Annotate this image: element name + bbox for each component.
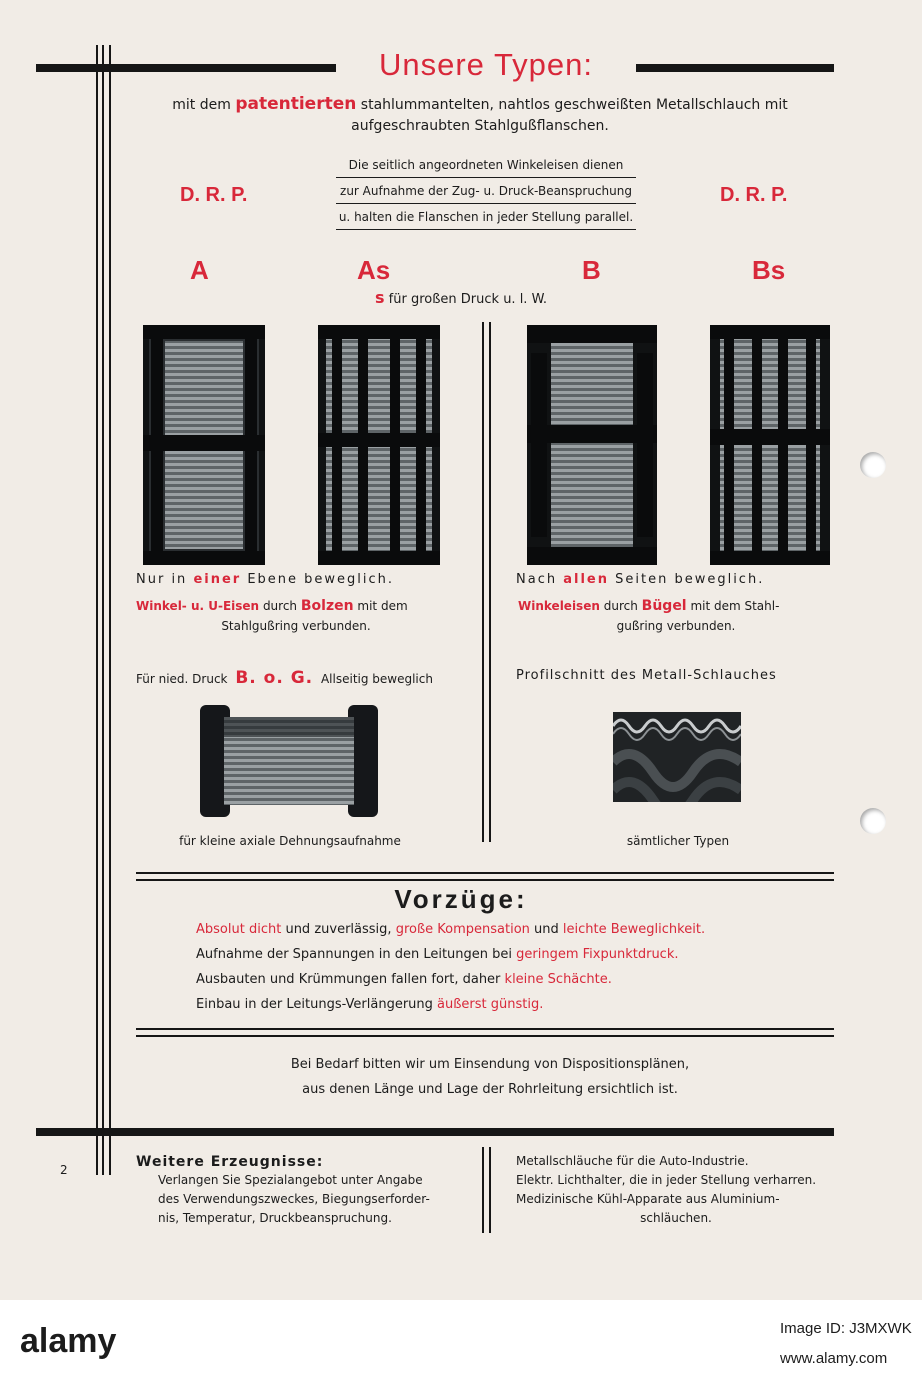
watermark-url: www.alamy.com <box>780 1350 888 1367</box>
center-divider <box>489 322 491 842</box>
advantage-row-4: Einbau in der Leitungs-Verlängerung äuße… <box>196 997 544 1012</box>
advantage-row-1: Absolut dicht und zuverlässig, große Kom… <box>196 922 706 937</box>
bog-image <box>200 705 378 817</box>
footer-divider <box>482 1147 484 1233</box>
document-page: Unsere Typen: mit dem patentierten stahl… <box>0 0 922 1300</box>
advantages-top-rule <box>136 872 834 874</box>
margin-rule <box>109 45 111 1175</box>
note-line-2: zur Aufnahme der Zug- u. Druck-Beanspruc… <box>340 184 632 198</box>
note-line-3: u. halten die Flanschen in jeder Stellun… <box>338 210 634 224</box>
margin-rule <box>102 45 104 1175</box>
footer-divider <box>489 1147 491 1233</box>
watermark-footer: alamy Image ID: J3MXWK www.alamy.com <box>0 1300 922 1390</box>
more-products-right-1: Metallschläuche für die Auto-Industrie. <box>516 1154 749 1168</box>
right-caption-line-3: gußring verbunden. <box>616 619 736 633</box>
note-line-1: Die seitlich angeordneten Winkeleisen di… <box>348 158 624 172</box>
intro-line-2: aufgeschraubten Stahlgußflanschen. <box>351 118 609 134</box>
s-note: s für großen Druck u. l. W. <box>375 288 548 307</box>
request-line-2: aus denen Länge und Lage der Rohrleitung… <box>302 1082 678 1097</box>
more-products-right-2: Elektr. Lichthalter, die in jeder Stellu… <box>516 1173 817 1187</box>
left-caption-line-3: Stahlgußring verbunden. <box>221 619 371 633</box>
type-b-label: B <box>582 255 601 285</box>
more-products-left-3: nis, Temperatur, Druckbeanspruchung. <box>158 1211 392 1225</box>
center-divider <box>482 322 484 842</box>
note-underline <box>336 203 636 204</box>
title-rule-left <box>36 64 336 72</box>
request-line-1: Bei Bedarf bitten wir um Einsendung von … <box>290 1057 690 1072</box>
watermark-image-id: Image ID: J3MXWK <box>780 1320 912 1337</box>
advantage-row-3: Ausbauten und Krümmungen fallen fort, da… <box>196 972 612 987</box>
type-bs-image <box>710 325 830 565</box>
profile-heading: Profilschnitt des Metall-Schlauches <box>516 668 777 683</box>
type-as-label: As <box>357 255 391 285</box>
bog-caption: für kleine axiale Dehnungsaufnahme <box>179 834 401 848</box>
profile-image <box>613 712 741 802</box>
intro-line-1: mit dem patentierten stahlummantelten, n… <box>172 94 788 114</box>
advantages-title: Vorzüge: <box>394 884 528 914</box>
more-products-left-2: des Verwendungszweckes, Biegungserforder… <box>158 1192 430 1206</box>
footer-rule <box>36 1128 834 1136</box>
type-a-label: A <box>190 255 209 285</box>
left-caption-line-2: Winkel- u. U-Eisen durch Bolzen mit dem <box>136 598 408 614</box>
page-title: Unsere Typen: <box>378 47 594 82</box>
page-number: 2 <box>60 1163 68 1177</box>
punch-hole <box>860 808 886 834</box>
margin-rule <box>96 45 98 1175</box>
type-bs-label: Bs <box>752 255 786 285</box>
advantages-bottom-rule <box>136 1028 834 1030</box>
advantages-bottom-rule <box>136 1035 834 1037</box>
note-underline <box>336 177 636 178</box>
type-a-image <box>143 325 265 565</box>
title-rule-right <box>636 64 834 72</box>
type-as-image <box>318 325 440 565</box>
bog-heading: Für nied. Druck B. o. G. Allseitig beweg… <box>136 668 433 688</box>
advantages-top-rule <box>136 879 834 881</box>
left-caption-line-1: Nur in einer Ebene beweglich. <box>136 572 395 587</box>
more-products-right-4: schläuchen. <box>640 1211 712 1225</box>
more-products-right-3: Medizinische Kühl-Apparate aus Aluminium… <box>516 1192 780 1206</box>
more-products-left-1: Verlangen Sie Spezialangebot unter Angab… <box>158 1173 423 1187</box>
drp-right: D. R. P. <box>720 184 788 206</box>
punch-hole <box>860 452 886 478</box>
more-products-title: Weitere Erzeugnisse: <box>136 1154 324 1170</box>
drp-left: D. R. P. <box>180 184 248 206</box>
right-caption-line-2: Winkeleisen durch Bügel mit dem Stahl- <box>518 598 780 614</box>
note-underline <box>336 229 636 230</box>
watermark-logo: alamy <box>20 1322 117 1360</box>
advantage-row-2: Aufnahme der Spannungen in den Leitungen… <box>196 947 679 962</box>
right-caption-line-1: Nach allen Seiten beweglich. <box>516 572 765 587</box>
type-b-image <box>527 325 657 565</box>
profile-caption: sämtlicher Typen <box>626 834 730 848</box>
